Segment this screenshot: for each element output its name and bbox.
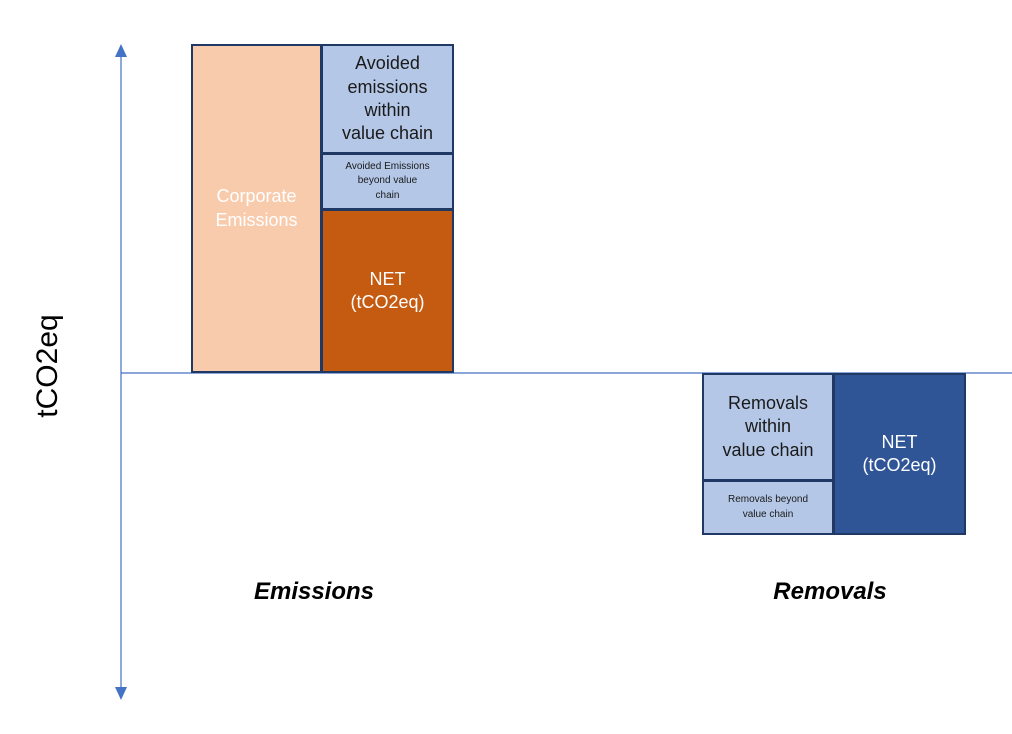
removals-category-label: Removals [773,578,887,605]
removals-within-value-chain-box: Removals within value chain [702,373,834,481]
corporate-emissions-box: Corporate Emissions [191,44,322,373]
y-axis-up-arrow-icon [115,44,127,57]
removals-beyond-value-chain-box: Removals beyond value chain [702,480,834,535]
avoided-emissions-beyond-value-chain-box: Avoided Emissions beyond value chain [321,153,454,210]
avoided-emissions-within-value-chain-box: Avoided emissions within value chain [321,44,454,154]
removals-net-box: NET (tCO2eq) [833,373,966,535]
emissions-category-label: Emissions [253,578,375,605]
y-axis-down-arrow-icon [115,687,127,700]
emissions-net-box: NET (tCO2eq) [321,209,454,373]
y-axis-label: tCO2eq [31,314,64,418]
